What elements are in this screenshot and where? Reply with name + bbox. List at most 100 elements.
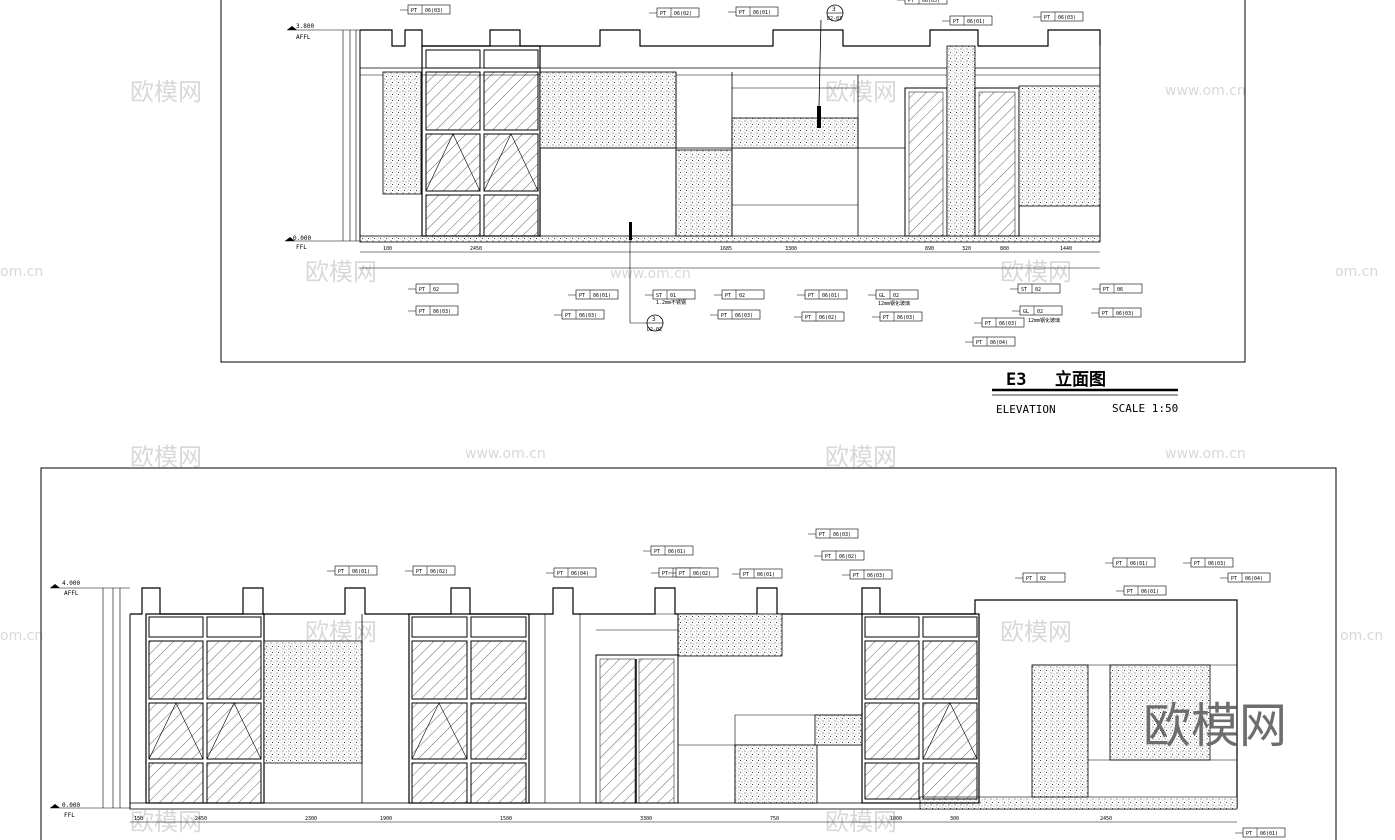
tag-spec: 06(02) [674,11,692,17]
tag-spec: 06(01) [593,293,611,299]
material-tag: PT 06(03) [872,311,923,322]
tag-code: PT [411,8,417,14]
window-grid [145,613,265,804]
watermark-site: www.om.cn [1165,83,1246,99]
title-subtitle: ELEVATION [996,403,1056,416]
tag-spec: 06(03) [897,315,915,321]
title-scale: SCALE 1:50 [1112,402,1178,415]
stone-panel [1031,664,1089,798]
tag-code: PT [808,293,814,299]
tag-box [721,289,765,300]
level-marker-bottom: 0.000 FFL [50,802,130,819]
tag-code: PT [579,293,585,299]
tag-box [949,15,993,26]
stone-column [946,45,976,237]
tag-code: PT [679,571,685,577]
floor-base [359,235,1101,243]
sheet-frame-bottom [40,467,1337,840]
tag-box [815,528,859,539]
title-cn: 立面图 [1055,369,1106,390]
dimension-label: 1900 [380,816,392,822]
dimension-label: 3300 [640,816,652,822]
level-top-tag: AFFL [296,34,311,41]
reveal-slot [817,106,821,128]
tag-box [415,305,459,316]
tag-spec: 06(04) [990,340,1008,346]
tag-box [334,565,378,576]
glass-door [904,87,948,237]
tag-spec: 06(02) [430,569,448,575]
tag-code: PT [743,572,749,578]
tag-box [849,569,893,580]
dimension-label: 3300 [785,246,797,252]
section-mark: 3 D2-02 [629,240,664,333]
material-tag: PT 06(01) [568,289,619,300]
tag-code: PT [416,569,422,575]
watermark-logo: 欧模网 [1000,258,1072,286]
tag-box [656,7,700,18]
tag-box [1022,572,1066,583]
tag-spec: 02 [739,293,745,299]
tag-box [1040,11,1084,22]
tag-box [1123,585,1167,596]
tag-code: PT [1116,561,1122,567]
stone-panel [734,744,818,804]
tag-code: PT [908,0,914,4]
watermark-logo: 欧模网 [305,258,377,286]
stone-panel [675,149,733,237]
tag-box [1017,283,1061,294]
tag-code: PT [853,573,859,579]
elevation-bottom: 4.000 AFFL 0.000 FFL [40,467,1337,840]
watermark-site: om.cn [1335,264,1378,280]
tag-spec: 06(03) [1208,561,1226,567]
stone-panel [1109,664,1211,761]
dimension-label: 100 [383,246,392,252]
tag-box [650,545,694,556]
tag-box [801,311,845,322]
tag-spec: 06(03) [999,321,1017,327]
tag-box [804,289,848,300]
tag-box [735,6,779,17]
tag-spec: 06(03) [1116,311,1134,317]
stone-band [539,71,677,149]
ceiling-profile [360,29,1101,47]
tag-code: PT [739,10,745,16]
tag-box [1227,572,1271,583]
watermark-site: om.cn [0,264,43,280]
tag-spec: 06(01) [753,10,771,16]
tag-spec: 06(03) [833,532,851,538]
material-tag: PT 06(01) [728,6,779,17]
tag-spec: 02 [1037,309,1043,315]
watermark-logo: 欧模网 [130,78,202,106]
ceiling-profile [130,587,1238,808]
glass-door [595,654,679,804]
level-bottom-tag: FFL [296,244,307,251]
window-grid [421,45,541,237]
dimension-label: 2450 [195,816,207,822]
section-mark-ref: D2-03 [827,16,842,22]
tag-code: PT [557,571,563,577]
tag-spec: 06(01) [668,549,686,555]
tag-code: PT [1127,589,1133,595]
level-top-value: 4.000 [62,580,80,587]
elevation-top: 3.800 AFFL 0.000 FFL [220,0,1246,363]
tag-code: PT [883,315,889,321]
tag-code: PT [825,554,831,560]
tag-spec: 06(03) [425,8,443,14]
stone-panel [814,714,863,746]
tag-box [1098,307,1142,318]
tag-spec: 06(03) [867,573,885,579]
